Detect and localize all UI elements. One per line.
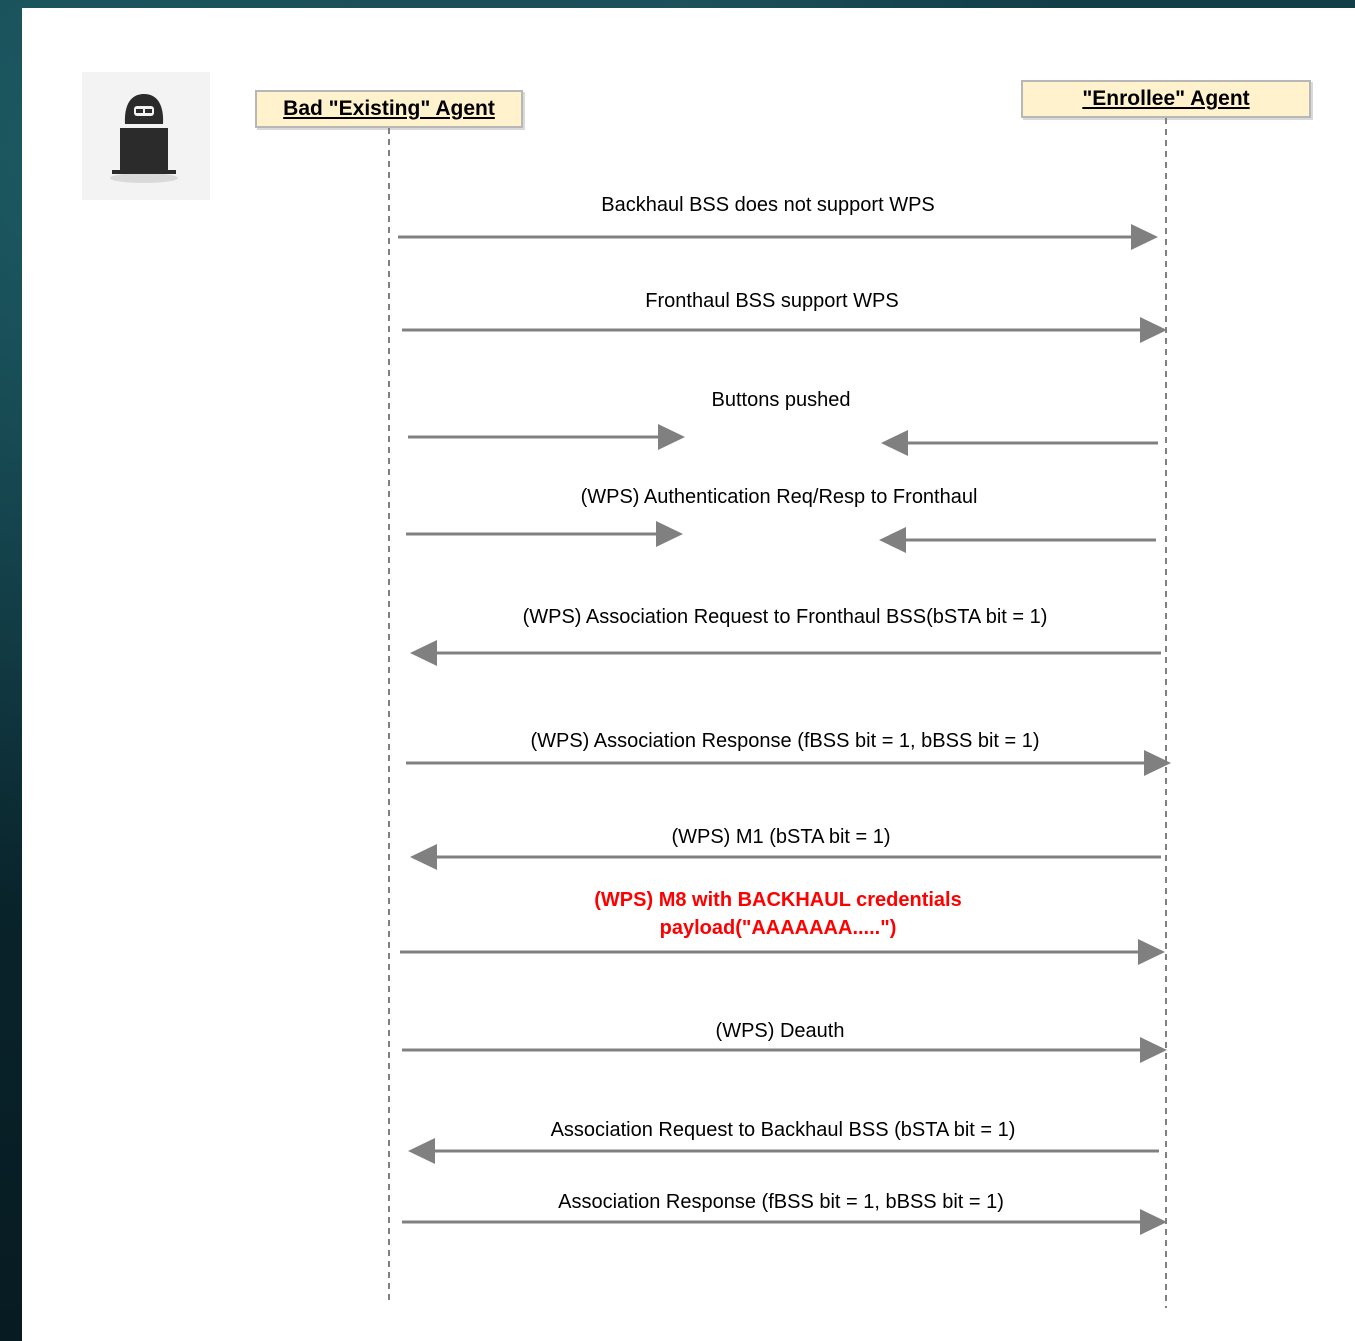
- message-label-8: (WPS) M8 with BACKHAUL credentials paylo…: [594, 886, 961, 942]
- arrowhead-11: [1140, 1209, 1167, 1235]
- arrowhead-5: [410, 640, 437, 666]
- arrowhead-8: [1138, 939, 1165, 965]
- message-label-11: Association Response (fBSS bit = 1, bBSS…: [558, 1191, 1004, 1213]
- message-label-1: Backhaul BSS does not support WPS: [601, 194, 935, 216]
- message-label-6: (WPS) Association Response (fBSS bit = 1…: [530, 730, 1040, 752]
- arrowhead-4a: [656, 521, 683, 547]
- arrowhead-6: [1144, 750, 1171, 776]
- message-label-8-line-2: payload("AAAAAAA....."): [659, 917, 897, 939]
- arrowhead-7: [410, 844, 437, 870]
- message-label-3: Buttons pushed: [711, 389, 851, 411]
- arrowhead-3a: [658, 424, 685, 450]
- hacker-laptop-icon: [82, 72, 210, 200]
- message-label-4: (WPS) Authentication Req/Resp to Frontha…: [580, 486, 978, 508]
- arrowhead-1: [1131, 224, 1158, 250]
- message-label-8-line-1: (WPS) M8 with BACKHAUL credentials: [594, 889, 962, 911]
- arrowhead-9: [1140, 1037, 1167, 1063]
- arrowhead-10: [408, 1138, 435, 1164]
- arrowhead-2: [1140, 317, 1167, 343]
- arrowhead-3b: [881, 430, 908, 456]
- message-label-10: Association Request to Backhaul BSS (bST…: [550, 1119, 1016, 1141]
- participant-enrollee-agent: "Enrollee" Agent: [1021, 80, 1311, 118]
- arrowhead-4b: [879, 527, 906, 553]
- message-label-9: (WPS) Deauth: [715, 1020, 845, 1042]
- message-label-7: (WPS) M1 (bSTA bit = 1): [671, 826, 891, 848]
- message-label-5: (WPS) Association Request to Fronthaul B…: [522, 606, 1048, 628]
- message-label-2: Fronthaul BSS support WPS: [645, 290, 899, 312]
- participant-bad-existing-agent: Bad "Existing" Agent: [255, 90, 523, 128]
